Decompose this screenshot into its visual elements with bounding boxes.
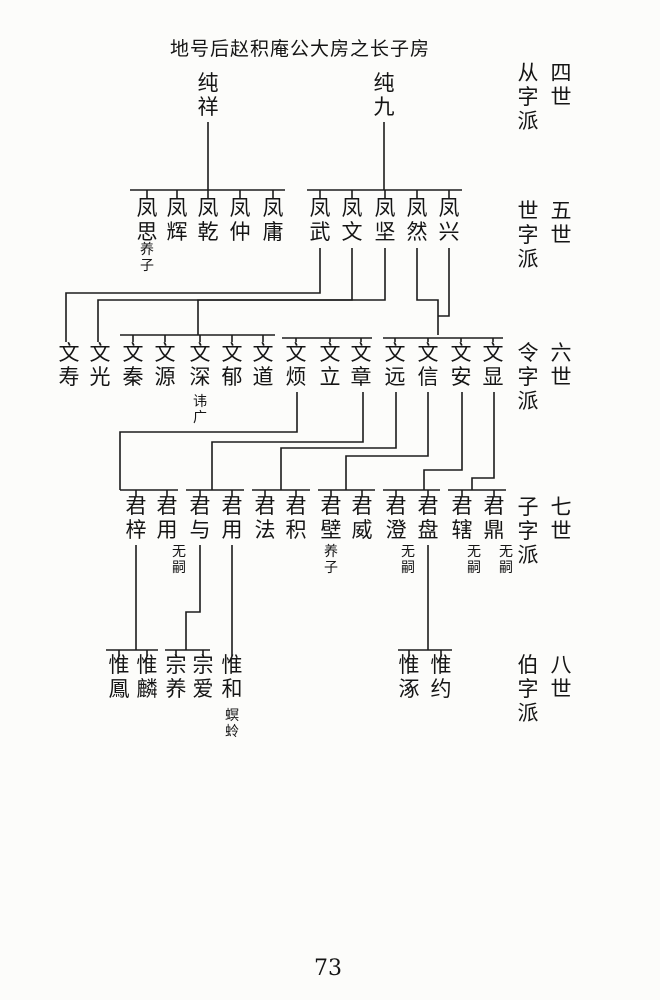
person-gen4: 纯祥 — [198, 71, 219, 119]
connector-line — [280, 392, 397, 490]
person-gen5: 凤思 — [137, 196, 158, 244]
person-gen8: 惟约 — [431, 653, 452, 701]
person-gen4: 纯九 — [374, 71, 395, 119]
person-gen7: 君法 — [255, 494, 276, 542]
person-gen8: 宗养 — [166, 653, 187, 701]
generation-label: 四世 — [551, 61, 572, 109]
connector-line — [438, 248, 450, 317]
person-gen5: 凤然 — [407, 196, 428, 244]
person-gen8: 惟和 — [222, 653, 243, 701]
person-gen7: 君壁 — [321, 494, 342, 542]
person-gen6: 文立 — [320, 341, 341, 389]
connector-line — [423, 392, 463, 490]
person-gen5: 凤乾 — [198, 196, 219, 244]
person-gen6: 文章 — [351, 341, 372, 389]
generation-pai: 子字派 — [518, 495, 539, 567]
generation-pai: 世字派 — [518, 199, 539, 271]
person-gen7: 君与 — [190, 494, 211, 542]
note-gen7: 养子 — [324, 544, 338, 576]
person-gen5: 凤坚 — [375, 196, 396, 244]
person-gen6: 文秦 — [123, 341, 144, 389]
person-gen6: 文源 — [155, 341, 176, 389]
generation-label: 六世 — [551, 341, 572, 389]
person-gen6: 文烦 — [286, 341, 307, 389]
note-gen5: 养子 — [140, 242, 154, 274]
person-gen7: 君盘 — [418, 494, 439, 542]
person-gen5: 凤庸 — [263, 196, 284, 244]
person-gen5: 凤文 — [342, 196, 363, 244]
page-number: 73 — [314, 956, 342, 981]
connector-line — [197, 248, 386, 335]
person-gen6: 文道 — [253, 341, 274, 389]
person-gen6: 文寿 — [59, 341, 80, 389]
note-gen6: 讳广 — [193, 394, 207, 426]
generation-pai: 令字派 — [518, 341, 539, 413]
person-gen8: 宗爱 — [193, 653, 214, 701]
connector-line — [345, 392, 429, 490]
person-gen7: 君辖 — [452, 494, 473, 542]
person-gen6: 文光 — [90, 341, 111, 389]
person-gen6: 文信 — [418, 341, 439, 389]
connector-line — [185, 545, 201, 650]
connector-line — [416, 248, 439, 335]
connector-line — [97, 248, 353, 342]
generation-label: 八世 — [551, 653, 572, 701]
person-gen7: 君威 — [352, 494, 373, 542]
person-gen7: 君梓 — [126, 494, 147, 542]
person-gen8: 惟鳳 — [109, 653, 130, 701]
person-gen7: 君积 — [286, 494, 307, 542]
person-gen7: 君用 — [157, 494, 178, 542]
page-title: 地号后赵积庵公大房之长子房 — [170, 38, 431, 60]
person-gen7: 君鼎 — [484, 494, 505, 542]
person-gen5: 凤辉 — [167, 196, 188, 244]
person-gen7: 君澄 — [386, 494, 407, 542]
person-gen7: 君用 — [222, 494, 243, 542]
generation-label: 五世 — [551, 199, 572, 247]
generation-pai: 伯字派 — [518, 653, 539, 725]
person-gen6: 文深 — [190, 341, 211, 389]
note-gen8: 螟蛉 — [225, 708, 239, 740]
generation-pai: 从字派 — [518, 61, 539, 133]
person-gen6: 文安 — [451, 341, 472, 389]
person-gen8: 惟涿 — [399, 653, 420, 701]
note-gen7: 无嗣 — [467, 544, 481, 576]
person-gen8: 惟麟 — [137, 653, 158, 701]
person-gen6: 文显 — [483, 341, 504, 389]
connector-line — [211, 392, 364, 490]
connector-line — [65, 248, 321, 342]
person-gen6: 文远 — [385, 341, 406, 389]
connector-line — [119, 392, 298, 490]
person-gen5: 凤仲 — [230, 196, 251, 244]
connector-line — [471, 392, 495, 490]
note-gen7: 无嗣 — [401, 544, 415, 576]
note-gen7: 无嗣 — [499, 544, 513, 576]
generation-label: 七世 — [551, 495, 572, 543]
person-gen6: 文郁 — [222, 341, 243, 389]
note-gen7: 无嗣 — [172, 544, 186, 576]
person-gen5: 凤武 — [310, 196, 331, 244]
person-gen5: 凤兴 — [439, 196, 460, 244]
